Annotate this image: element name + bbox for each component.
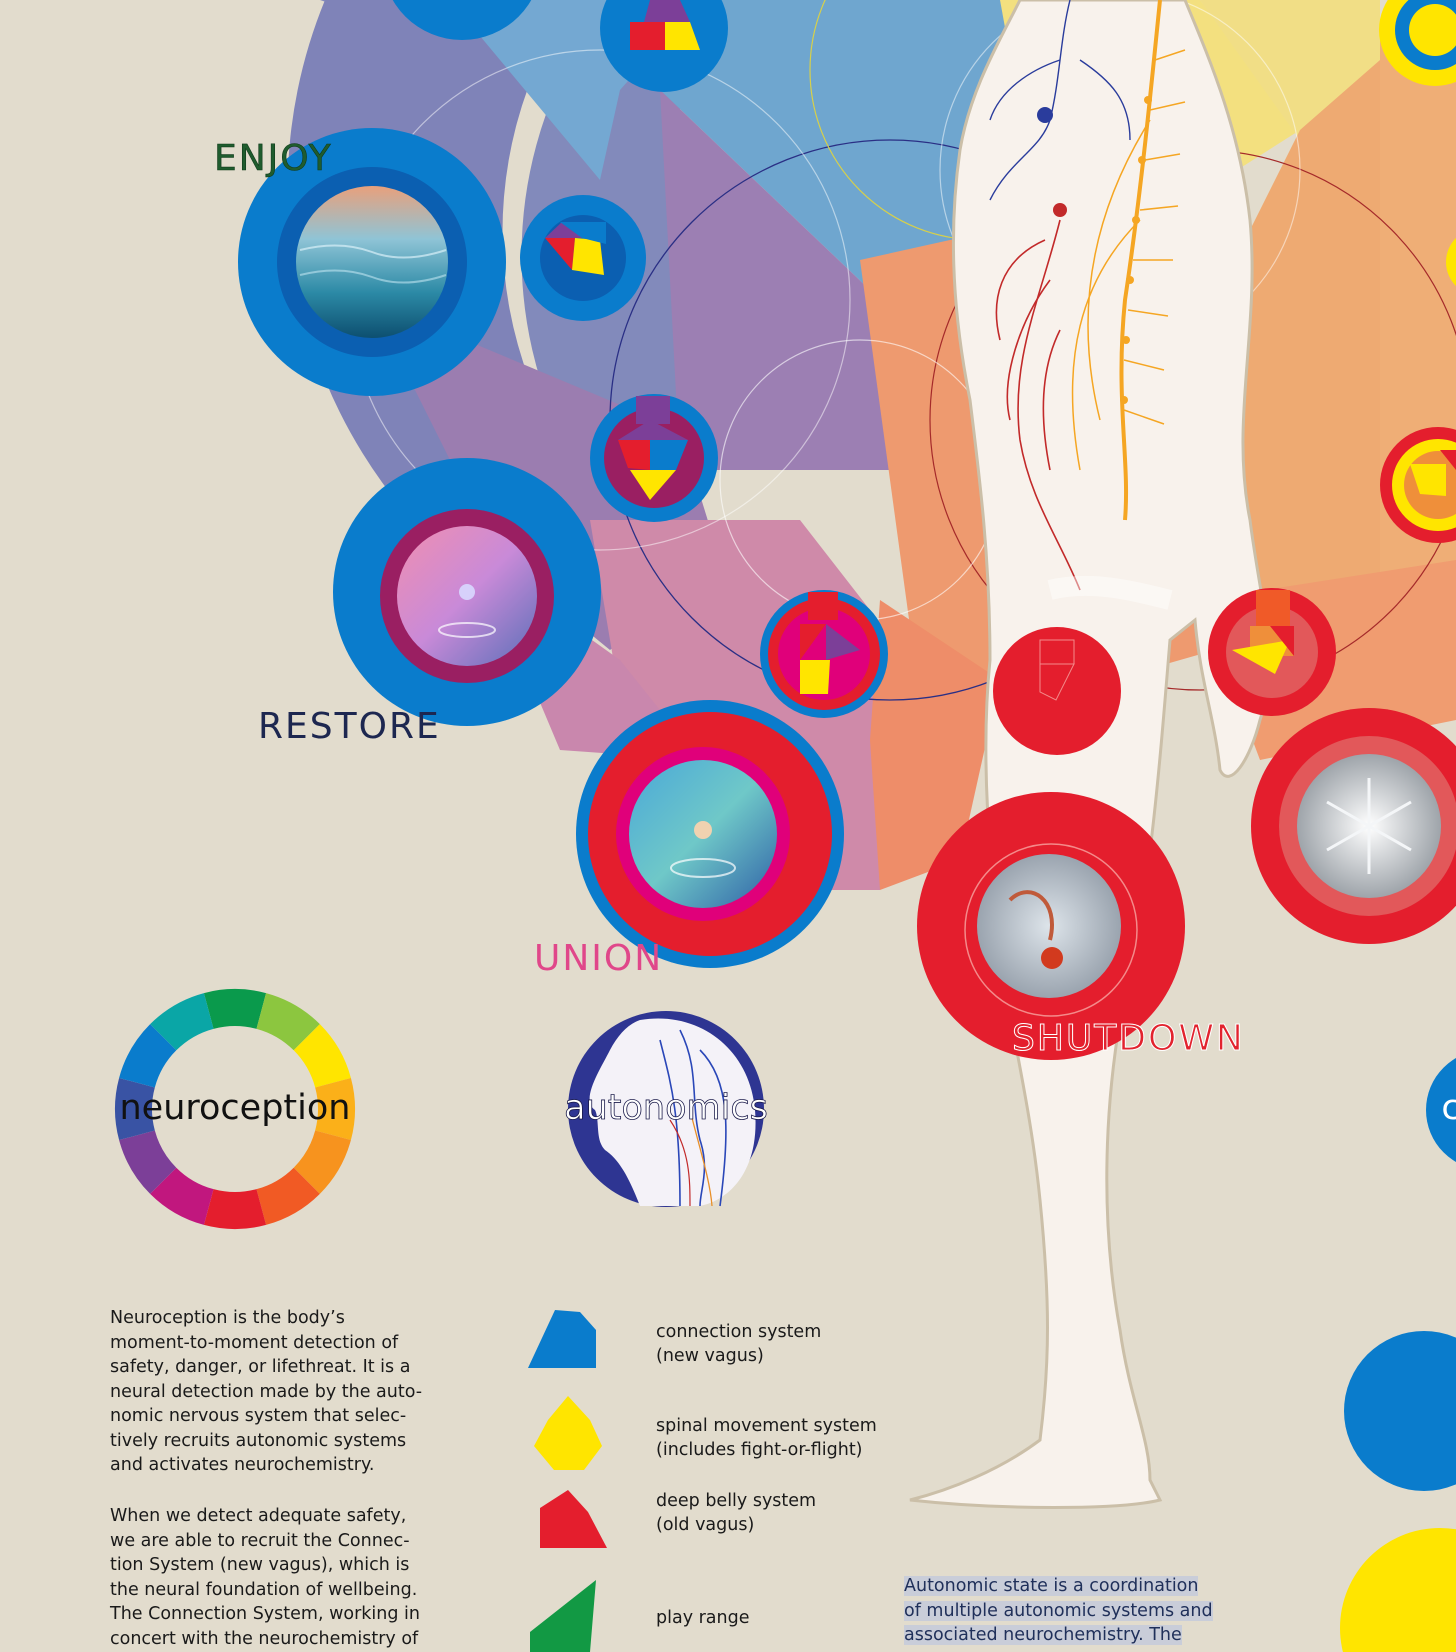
- green-wedge-icon: [530, 1580, 596, 1652]
- wheel-segment: [315, 1077, 355, 1141]
- red-pentagon-icon: [540, 1490, 607, 1548]
- autonomics-label: autonomics: [564, 1088, 768, 1129]
- neuroception-paragraph-1: Neuroception is the body’s moment-to-mom…: [110, 1306, 455, 1478]
- legend-line: connection system: [656, 1322, 822, 1342]
- wheel-segment: [293, 1130, 351, 1194]
- neuroception-paragraph-2: When we detect adequate safety, we are a…: [110, 1504, 455, 1651]
- legend-line: play range: [656, 1608, 750, 1628]
- wheel-segment: [256, 1167, 320, 1225]
- freeze-state-circle: [1251, 708, 1456, 944]
- right-edge-yellow-circle: [1340, 1528, 1456, 1652]
- shutdown-icon-circle: [993, 627, 1121, 755]
- text-line: moment-to-moment detection of: [110, 1332, 399, 1353]
- wheel-segment: [256, 993, 320, 1051]
- text-line: and activates neurochemistry.: [110, 1455, 375, 1475]
- shutdown-label: SHUTDOWN: [1012, 1018, 1245, 1060]
- restore-label: RESTORE: [258, 706, 441, 747]
- right-edge-wheel-partial: [1426, 1058, 1456, 1162]
- legend-line: (new vagus): [656, 1346, 764, 1366]
- text-line: we are able to recruit the Connec-: [110, 1530, 410, 1551]
- legend-line: (includes fight-or-flight): [656, 1440, 863, 1460]
- wheel-segment: [293, 1024, 351, 1088]
- partial-wheel-label: c: [1441, 1088, 1456, 1128]
- yellow-pentagon-icon: [534, 1396, 602, 1470]
- legend-connection-system: connection system (new vagus): [656, 1320, 916, 1368]
- text-line: nomic nervous system that selec-: [110, 1406, 407, 1426]
- autonomic-state-caption: Autonomic state is a coordination of mul…: [904, 1574, 1264, 1648]
- enjoy-state-circle: [238, 128, 506, 396]
- text-line: neural detection made by the auto-: [110, 1381, 423, 1402]
- right-edge-yellow-arc: [1446, 237, 1456, 287]
- mobilize-icon-circle: [1208, 588, 1336, 716]
- legend-line: spinal movement system: [656, 1416, 877, 1436]
- union-icon-circle: [760, 590, 888, 718]
- text-line: When we detect adequate safety,: [110, 1506, 407, 1526]
- wheel-segment: [203, 989, 267, 1029]
- enjoy-label: ENJOY: [214, 138, 333, 180]
- legend-line: deep belly system: [656, 1491, 817, 1511]
- restore-icon-circle: [590, 394, 718, 522]
- text-line: safety, danger, or lifethreat. It is a: [110, 1357, 411, 1377]
- wheel-segment: [203, 1189, 267, 1230]
- legend-line: (old vagus): [656, 1515, 755, 1535]
- shutdown-state-circle: [917, 792, 1185, 1060]
- wheel-segment: [115, 1077, 155, 1141]
- wheel-segment: [119, 1130, 177, 1194]
- right-edge-blue-circle: [1344, 1331, 1456, 1491]
- caption-line: Autonomic state is a coordination: [904, 1576, 1199, 1596]
- blue-pentagon-icon: [528, 1310, 596, 1368]
- caption-line: associated neurochemistry. The: [904, 1625, 1182, 1645]
- union-label: UNION: [534, 938, 664, 979]
- top-partial-blue-circle: [392, 0, 532, 40]
- restore-state-circle: [333, 458, 601, 726]
- right-edge-icon-circle: [1380, 427, 1456, 543]
- wheel-segment: [150, 1167, 214, 1225]
- text-line: The Connection System, working in: [110, 1604, 421, 1624]
- text-line: the neural foundation of wellbeing.: [110, 1579, 418, 1600]
- legend-spinal-movement-system: spinal movement system (includes fight-o…: [656, 1414, 916, 1462]
- enjoy-icon-circle: [520, 195, 646, 321]
- top-state-icon-circle: [600, 0, 728, 92]
- autonomics-head-wheel: [568, 1011, 764, 1207]
- union-state-circle: [576, 700, 844, 968]
- wheel-segment: [119, 1024, 177, 1088]
- text-line: tion System (new vagus), which is: [110, 1555, 410, 1575]
- text-line: Neuroception is the body’s: [110, 1308, 345, 1328]
- legend-play-range: play range: [656, 1606, 916, 1630]
- neuroception-label: neuroception: [119, 1088, 351, 1128]
- text-line: tively recruits autonomic systems: [110, 1430, 407, 1451]
- caption-line: of multiple autonomic systems and: [904, 1600, 1213, 1621]
- wheel-segment: [150, 993, 214, 1051]
- top-right-yellow-circle: [1379, 0, 1456, 86]
- text-line: concert with the neurochemistry of: [110, 1628, 419, 1649]
- legend-deep-belly-system: deep belly system (old vagus): [656, 1489, 916, 1537]
- neuroception-color-wheel: [115, 989, 355, 1230]
